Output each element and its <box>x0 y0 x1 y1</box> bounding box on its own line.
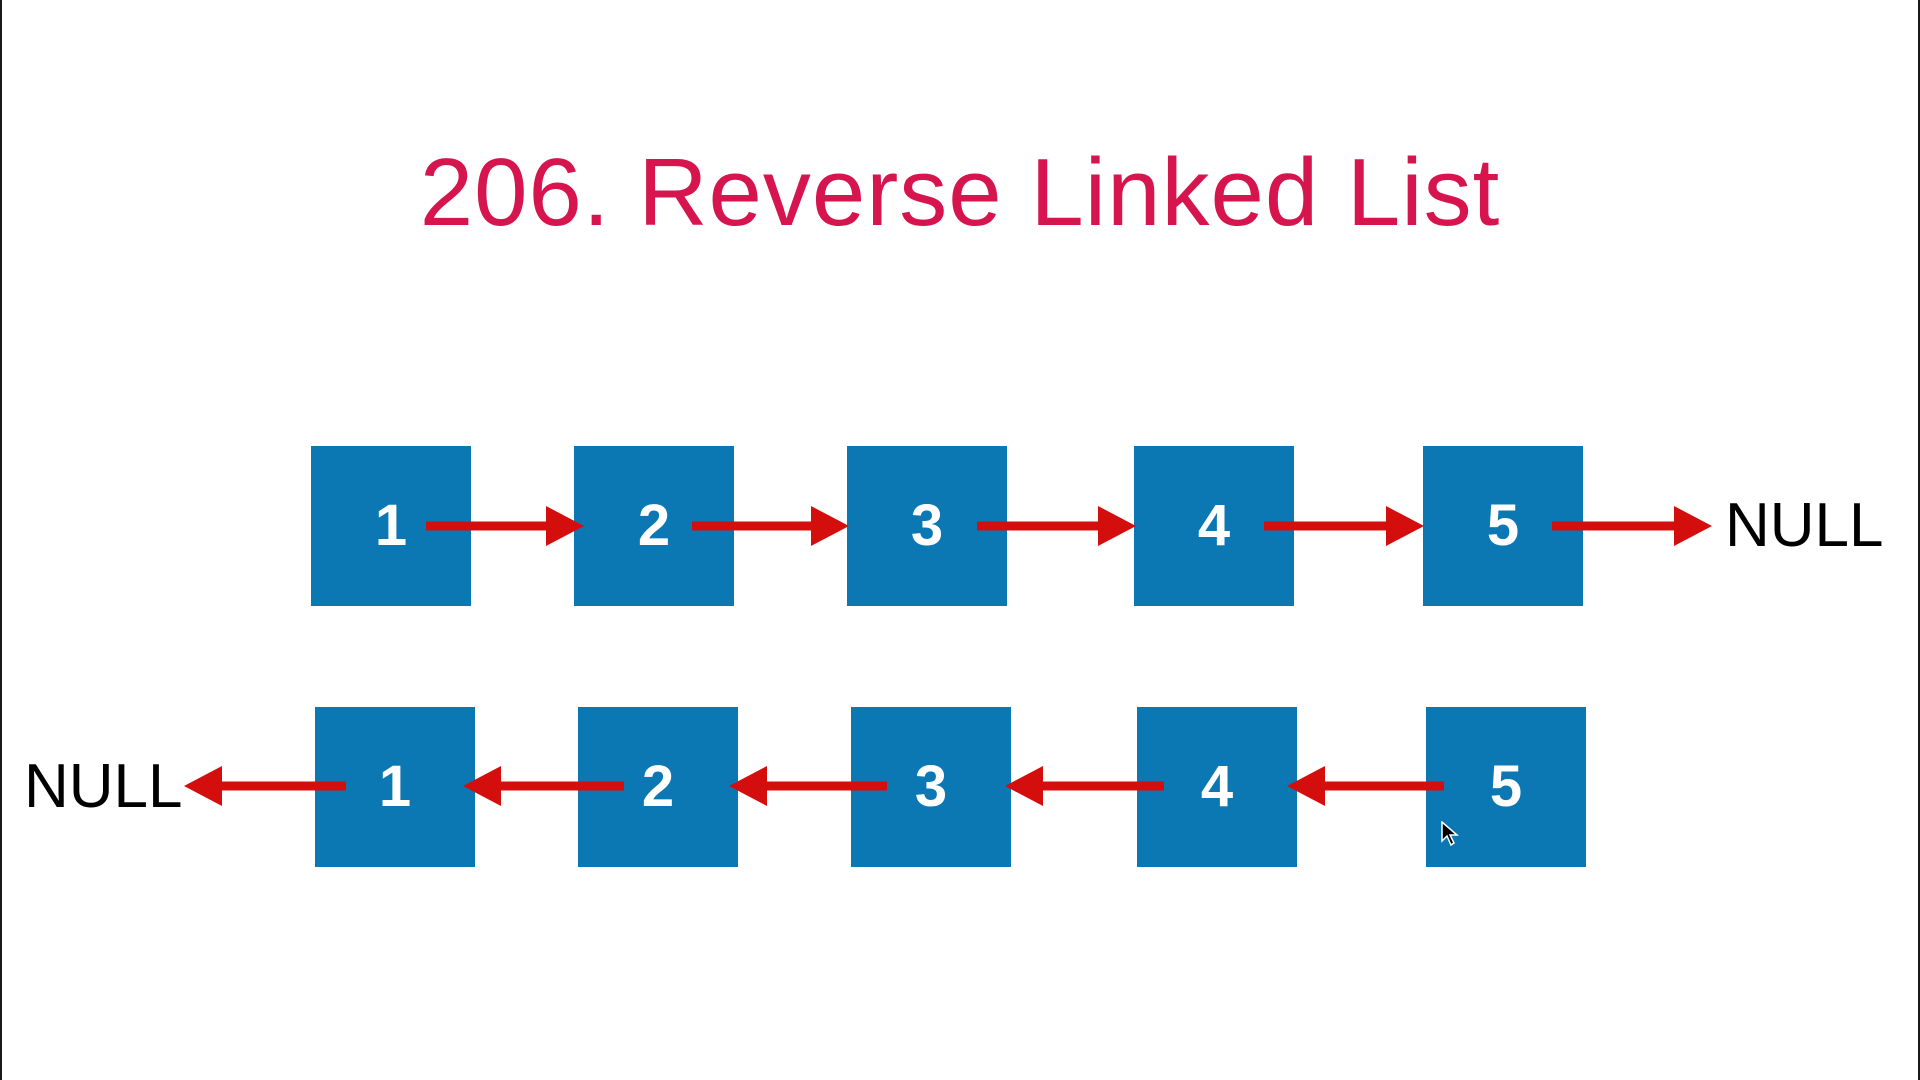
bottom-arrow-4-to-3 <box>1005 766 1164 806</box>
top-arrow-2-to-3 <box>692 506 849 546</box>
bottom-node-label-1: 1 <box>378 754 412 819</box>
bottom-arrow-2-to-1 <box>463 766 624 806</box>
top-arrow-3-to-4 <box>977 506 1136 546</box>
top-null-label: NULL <box>1725 491 1884 560</box>
bottom-node-label-5: 5 <box>1489 754 1523 819</box>
bottom-node-4: 4 <box>1137 707 1297 867</box>
bottom-null-label: NULL <box>24 752 183 821</box>
top-node-label-2: 2 <box>637 493 671 558</box>
slide-title: 206. Reverse Linked List <box>419 139 1501 246</box>
bottom-arrow-5-to-4 <box>1287 766 1444 806</box>
bottom-node-label-4: 4 <box>1200 754 1234 819</box>
mouse-pointer-icon <box>1441 821 1459 847</box>
bottom-arrow-3-to-2 <box>729 766 887 806</box>
top-node-label-3: 3 <box>910 493 944 558</box>
top-node-label-5: 5 <box>1486 493 1520 558</box>
top-node-label-4: 4 <box>1197 493 1231 558</box>
bottom-node-label-2: 2 <box>641 754 675 819</box>
top-arrow-5-to-null <box>1552 506 1712 546</box>
top-arrow-4-to-5 <box>1264 506 1424 546</box>
bottom-node-label-3: 3 <box>914 754 948 819</box>
top-arrow-1-to-2 <box>426 506 584 546</box>
bottom-arrow-1-to-null <box>184 766 346 806</box>
top-node-label-1: 1 <box>374 493 408 558</box>
